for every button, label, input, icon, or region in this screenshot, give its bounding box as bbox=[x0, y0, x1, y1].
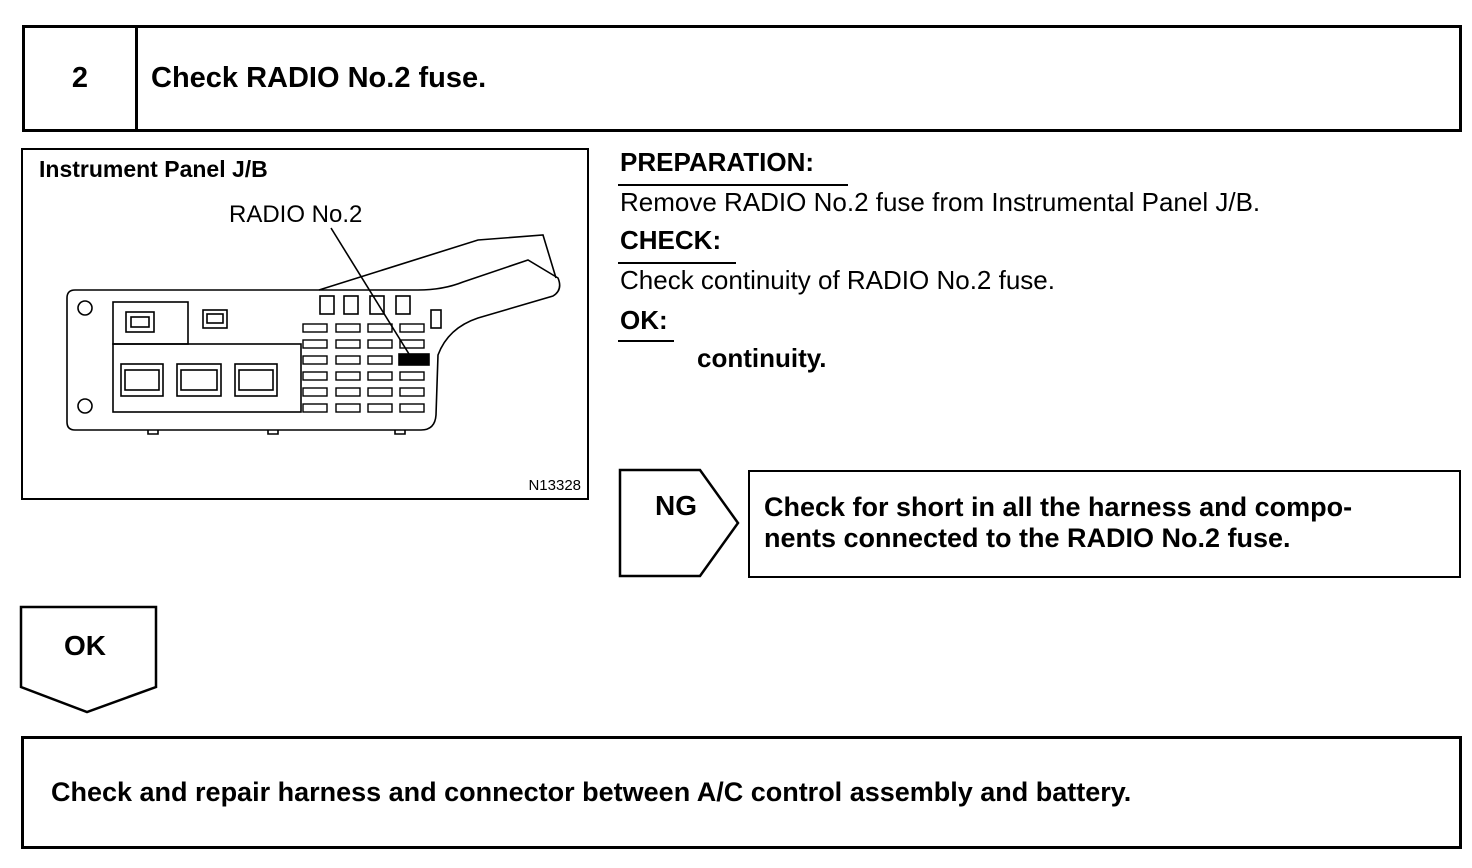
check-text: Check continuity of RADIO No.2 fuse. bbox=[620, 265, 1055, 295]
ok-arrow-shape bbox=[19, 605, 158, 714]
step-header: 2 Check RADIO No.2 fuse. bbox=[22, 25, 1462, 132]
ok-heading: OK: bbox=[620, 305, 668, 335]
ng-arrow-shape bbox=[618, 468, 740, 578]
step-number: 2 bbox=[25, 28, 138, 129]
final-action-text: Check and repair harness and connector b… bbox=[51, 777, 1132, 807]
ng-result-line1: Check for short in all the harness and c… bbox=[764, 492, 1353, 522]
check-heading: CHECK: bbox=[620, 225, 722, 255]
ng-result-line2: nents connected to the RADIO No.2 fuse. bbox=[764, 523, 1291, 553]
figure-title: Instrument Panel J/B bbox=[39, 156, 268, 182]
figure-callout-label: RADIO No.2 bbox=[229, 201, 363, 228]
ng-label: NG bbox=[655, 490, 697, 521]
radio-no2-fuse bbox=[398, 353, 430, 366]
preparation-underline bbox=[618, 184, 848, 186]
preparation-heading: PREPARATION: bbox=[620, 147, 815, 177]
junction-block-diagram bbox=[66, 227, 561, 435]
figure-code: N13328 bbox=[528, 477, 581, 494]
ok-branch-label: OK bbox=[64, 630, 106, 661]
preparation-text: Remove RADIO No.2 fuse from Instrumental… bbox=[620, 187, 1261, 217]
ng-result-box: Check for short in all the harness and c… bbox=[748, 470, 1461, 578]
final-action-box: Check and repair harness and connector b… bbox=[21, 736, 1462, 849]
ok-underline bbox=[618, 340, 674, 342]
step-title: Check RADIO No.2 fuse. bbox=[151, 62, 487, 94]
check-underline bbox=[618, 262, 736, 264]
figure-box: Instrument Panel J/B RADIO No.2 N13328 bbox=[21, 148, 589, 500]
ok-spec-text: continuity. bbox=[697, 343, 827, 373]
